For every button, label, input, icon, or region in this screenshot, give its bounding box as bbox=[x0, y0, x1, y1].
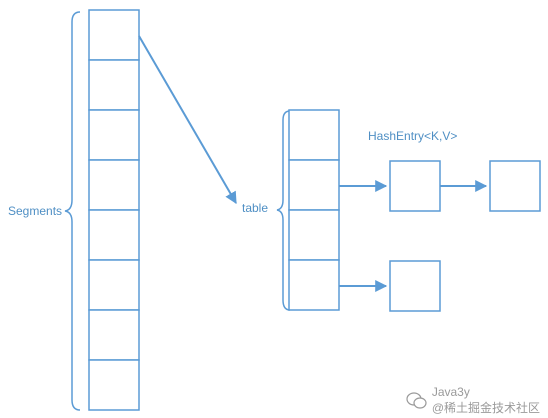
table-array bbox=[288, 109, 340, 311]
segment-cell bbox=[88, 309, 140, 361]
hashentry-node-next bbox=[489, 160, 541, 212]
hashentry-node bbox=[389, 260, 441, 312]
wechat-icon bbox=[406, 391, 427, 409]
watermark-author: Java3y bbox=[431, 385, 470, 399]
segments-label: Segments bbox=[8, 204, 62, 218]
watermark: Java3y @稀土掘金技术社区 bbox=[406, 385, 540, 416]
segment-cell bbox=[88, 359, 140, 411]
segment-to-table-arrow bbox=[138, 35, 237, 205]
hashentry-label: HashEntry<K,V> bbox=[368, 129, 457, 143]
table-cell bbox=[288, 109, 340, 161]
watermark-site: @稀土掘金技术社区 bbox=[431, 401, 540, 415]
table-cell bbox=[288, 209, 340, 261]
segment-cell bbox=[88, 159, 140, 211]
segment-cell bbox=[88, 9, 140, 61]
table-brace bbox=[276, 110, 291, 311]
segment-cell bbox=[88, 209, 140, 261]
table-cell bbox=[288, 259, 340, 311]
segment-cell bbox=[88, 59, 140, 111]
segment-cell bbox=[88, 259, 140, 311]
table-label: table bbox=[242, 201, 268, 215]
table-cell bbox=[288, 159, 340, 211]
segments-array bbox=[88, 9, 140, 411]
hashentry-node bbox=[389, 160, 441, 212]
segment-cell bbox=[88, 109, 140, 161]
segments-brace bbox=[64, 11, 81, 411]
